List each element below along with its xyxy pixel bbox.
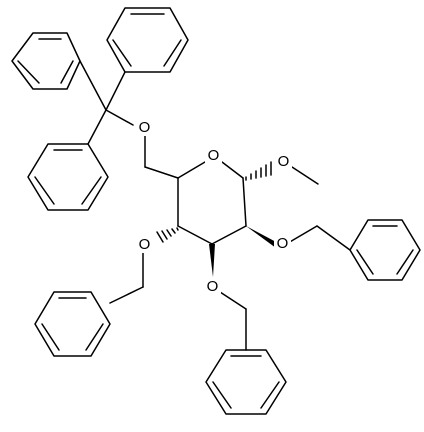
trityl-phenyl-bottom <box>27 143 109 211</box>
c2-wedge <box>246 226 278 248</box>
c2-benzyl-phenyl <box>349 219 421 281</box>
c4-benzyl-phenyl <box>34 291 111 357</box>
svg-text:O: O <box>207 278 219 295</box>
c3-benzyl-phenyl <box>205 349 287 415</box>
atom-o-c2: O <box>274 234 291 252</box>
c2-benzyl-bonds <box>287 225 351 251</box>
atom-o-methoxy: O <box>275 152 292 170</box>
svg-text:O: O <box>139 119 151 136</box>
trityl-phenyl-top <box>106 7 189 73</box>
trityl-phenyl-left <box>11 32 81 90</box>
c3-benzyl-bonds <box>219 291 247 351</box>
c6-linker-bonds <box>144 132 179 179</box>
atom-o-c4: O <box>136 235 153 253</box>
svg-text:O: O <box>277 235 289 252</box>
c4-benzyl-bonds <box>109 252 144 304</box>
svg-text:O: O <box>139 236 151 253</box>
atom-o-c3: O <box>204 277 221 295</box>
pyranose-ring <box>177 161 247 245</box>
trityl-center-bonds <box>79 60 134 145</box>
anomeric-hashed-wedge <box>245 161 272 181</box>
atom-o-ring: O <box>205 146 222 164</box>
svg-text:O: O <box>208 147 220 164</box>
c4-hashed-wedge <box>156 227 179 243</box>
svg-text:O: O <box>278 153 290 170</box>
atom-o-trityl: O <box>136 118 153 136</box>
methyl-bond <box>291 166 319 185</box>
c3-wedge <box>209 244 215 277</box>
